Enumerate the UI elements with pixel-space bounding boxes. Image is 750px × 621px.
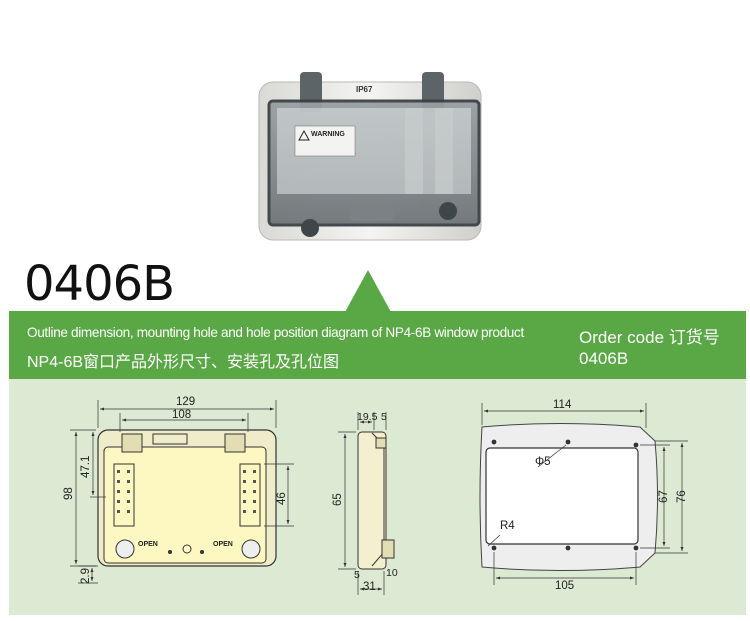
din-rail-right bbox=[435, 108, 453, 194]
dim-front-inner-width: 108 bbox=[172, 409, 191, 421]
din-module-right bbox=[239, 463, 261, 527]
dim-front-height: 98 bbox=[63, 487, 75, 500]
side-view: 19.5 5 65 5 10 31 bbox=[332, 411, 398, 595]
mounting-hole-tl bbox=[491, 439, 497, 445]
order-code-value: 0406B bbox=[579, 349, 629, 368]
knob-right bbox=[241, 539, 261, 559]
technical-drawing-area: OPEN OPEN 129 bbox=[9, 379, 746, 615]
front-view: OPEN OPEN 129 bbox=[63, 396, 294, 584]
dim-cutout-width: 114 bbox=[553, 399, 572, 411]
dim-cutout-hole-height: 67 bbox=[658, 490, 670, 503]
mounting-hole-tm bbox=[565, 439, 571, 445]
product-photo: IP67 WARNING bbox=[258, 72, 482, 241]
dim-cutout-hole-diameter: Φ5 bbox=[535, 456, 551, 468]
dim-side-depth: 31 bbox=[363, 581, 376, 593]
description-chinese: NP4-6B窗口产品外形尺寸、安装孔及孔位图 bbox=[27, 354, 340, 371]
warning-sticker bbox=[294, 125, 356, 157]
knob-left bbox=[115, 539, 135, 559]
dim-side-top-right: 5 bbox=[381, 411, 387, 423]
dim-cutout-radius: R4 bbox=[500, 520, 515, 532]
dim-cutout-height: 76 bbox=[676, 490, 688, 503]
warning-icon bbox=[298, 129, 310, 141]
bottom-latch bbox=[350, 205, 395, 221]
dim-cutout-hole-spacing: 105 bbox=[555, 580, 574, 592]
dim-side-height: 65 bbox=[332, 493, 344, 506]
din-module-left bbox=[113, 463, 135, 527]
lock-knob-left bbox=[301, 219, 319, 237]
dim-side-bottom-left: 5 bbox=[354, 569, 360, 581]
mounting-hole-bm bbox=[565, 545, 571, 551]
model-heading: 0406B bbox=[24, 256, 175, 312]
title-banner: Outline dimension, mounting hole and hol… bbox=[9, 311, 746, 379]
cutout-view: 114 105 Φ5 R4 67 76 bbox=[479, 399, 688, 592]
dim-front-inner-height: 46 bbox=[276, 492, 288, 505]
open-label-right: OPEN bbox=[213, 541, 233, 548]
mounting-hole-br bbox=[633, 545, 639, 551]
dim-side-top: 19.5 bbox=[357, 411, 378, 423]
dim-front-upper: 47.1 bbox=[80, 456, 92, 478]
dimension-drawings: OPEN OPEN 129 bbox=[63, 396, 688, 595]
open-label-left: OPEN bbox=[138, 541, 158, 548]
ip67-label: IP67 bbox=[356, 85, 373, 94]
dim-front-bottom-offset: 2.9 bbox=[80, 568, 92, 584]
pointer-triangle bbox=[345, 270, 391, 312]
mounting-hole-bl bbox=[491, 545, 497, 551]
dim-front-overall-width: 129 bbox=[176, 396, 195, 408]
warning-text: WARNING bbox=[311, 131, 345, 138]
order-code-label: Order code 订货号 bbox=[579, 328, 720, 347]
dim-side-bottom-mid: 10 bbox=[386, 567, 398, 579]
din-rail-left bbox=[405, 108, 423, 194]
side-body bbox=[357, 431, 387, 570]
lock-knob-right bbox=[439, 202, 457, 220]
description-english: Outline dimension, mounting hole and hol… bbox=[27, 325, 524, 340]
mounting-hole-tr bbox=[633, 442, 639, 448]
front-window bbox=[103, 446, 267, 564]
